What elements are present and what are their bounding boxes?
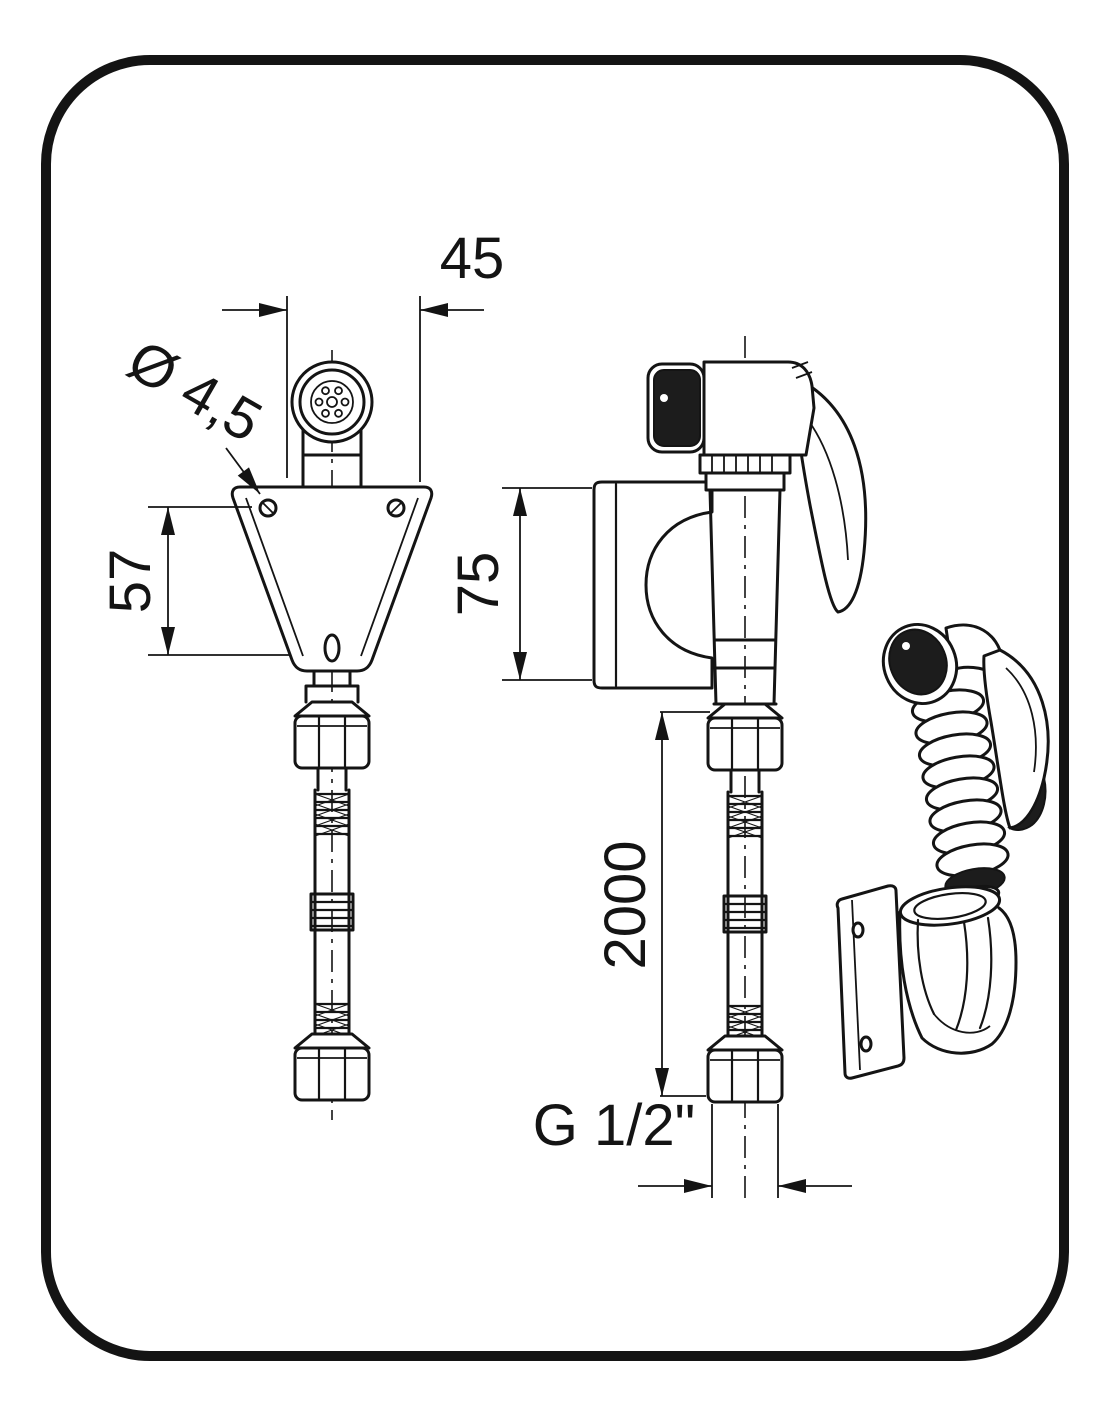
spray-head-side — [702, 360, 816, 457]
screw-hole-left — [258, 498, 278, 518]
bottom-slot — [323, 633, 341, 663]
side-view — [592, 336, 868, 1205]
dimension-holder-height: 75 — [446, 487, 592, 681]
dim-label-hose-length: 2000 — [593, 840, 658, 969]
wall-plate — [230, 485, 434, 673]
dim-label-holder-height: 75 — [446, 552, 511, 617]
holder-bracket-3d — [835, 884, 1018, 1080]
dim-label-thread-size: G 1/2" — [533, 1093, 695, 1158]
screw-hole-right — [386, 498, 406, 518]
dimension-thread: G 1/2" — [533, 1093, 852, 1198]
dim-label-hole-diameter: Ø 4,5 — [117, 328, 272, 455]
perspective-view — [835, 623, 1050, 1080]
dimension-hose-length: 2000 — [593, 711, 710, 1097]
wall-holder-side — [592, 480, 714, 690]
dim-label-top-width: 45 — [440, 226, 505, 291]
dimension-top-width: 45 — [222, 226, 504, 482]
front-view — [230, 350, 434, 1120]
holder-screw-hole-bottom — [859, 1035, 873, 1053]
label-hole-diameter: Ø 4,5 — [117, 328, 272, 495]
dimension-plate-height: 57 — [98, 506, 290, 656]
dim-label-plate-height: 57 — [98, 549, 163, 614]
holder-screw-hole-top — [851, 921, 865, 939]
border-frame — [41, 55, 1069, 1361]
